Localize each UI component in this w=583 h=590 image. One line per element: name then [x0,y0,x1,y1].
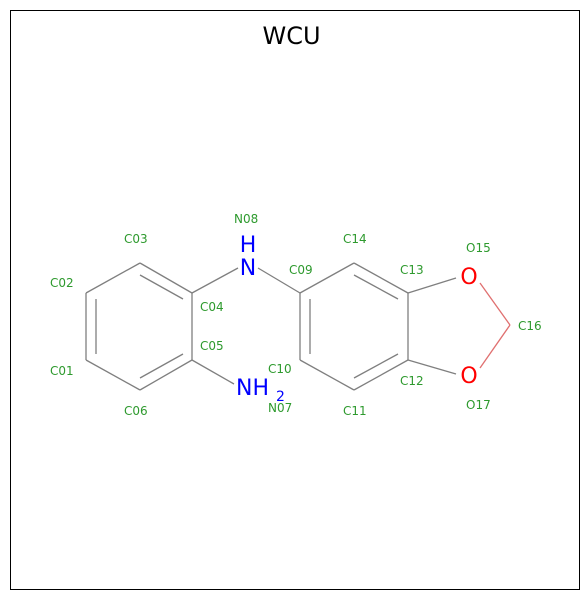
o17-symbol: O [460,364,477,389]
label-c01: C01 [50,364,74,378]
label-c16: C16 [518,319,542,333]
label-c06: C06 [124,404,148,418]
bond-c03-c04 [139,262,193,294]
bond-c04-n08 [191,267,239,294]
molecule-title: WCU [262,22,321,50]
bond-o17-c12 [407,359,457,375]
bond-c16-o17 [479,324,511,369]
atom-labels: C01 C02 C03 C04 C05 C06 N07 N08 C09 C10 … [50,212,542,418]
bond-o15-c16 [479,282,511,326]
bond-c12-c11-inner [353,353,399,379]
label-n08: N08 [234,212,258,226]
label-o15: O15 [466,241,491,255]
nh2-subscript: 2 [276,389,285,405]
label-n07: N07 [268,401,292,415]
label-c03: C03 [124,232,148,246]
bond-c09-c14 [299,262,355,294]
label-c02: C02 [50,276,74,290]
bond-c13-o15 [407,277,457,294]
amine-n-symbol: N [240,256,256,281]
amine-h-symbol: H [240,233,257,258]
bond-c05-n07 [191,359,235,385]
bond-c06-c01 [85,359,141,391]
bond-n08-c09 [257,267,301,294]
bond-c12-c11 [353,359,409,391]
label-c12: C12 [400,374,424,388]
right-ring-bonds [299,262,409,391]
bond-c05-c06-inner [139,353,184,379]
bond-c02-c03 [85,262,141,294]
bond-c14-c13 [353,262,409,294]
label-c04: C04 [200,300,224,314]
label-o17: O17 [466,398,491,412]
bond-c05-c06 [139,359,193,391]
bond-c03-c04-inner [139,274,184,300]
bond-c11-c10 [299,359,355,391]
label-c13: C13 [400,263,424,277]
nh2-symbol: NH [236,376,269,401]
dioxole-bonds [407,277,511,375]
label-c10: C10 [268,362,292,376]
label-c14: C14 [343,232,367,246]
bond-c14-c13-inner [353,274,399,300]
label-c11: C11 [343,404,367,418]
diagram-frame [10,10,580,590]
left-ring-bonds [85,262,193,391]
label-c05: C05 [200,339,224,353]
label-c09: C09 [289,263,313,277]
o15-symbol: O [460,265,477,290]
